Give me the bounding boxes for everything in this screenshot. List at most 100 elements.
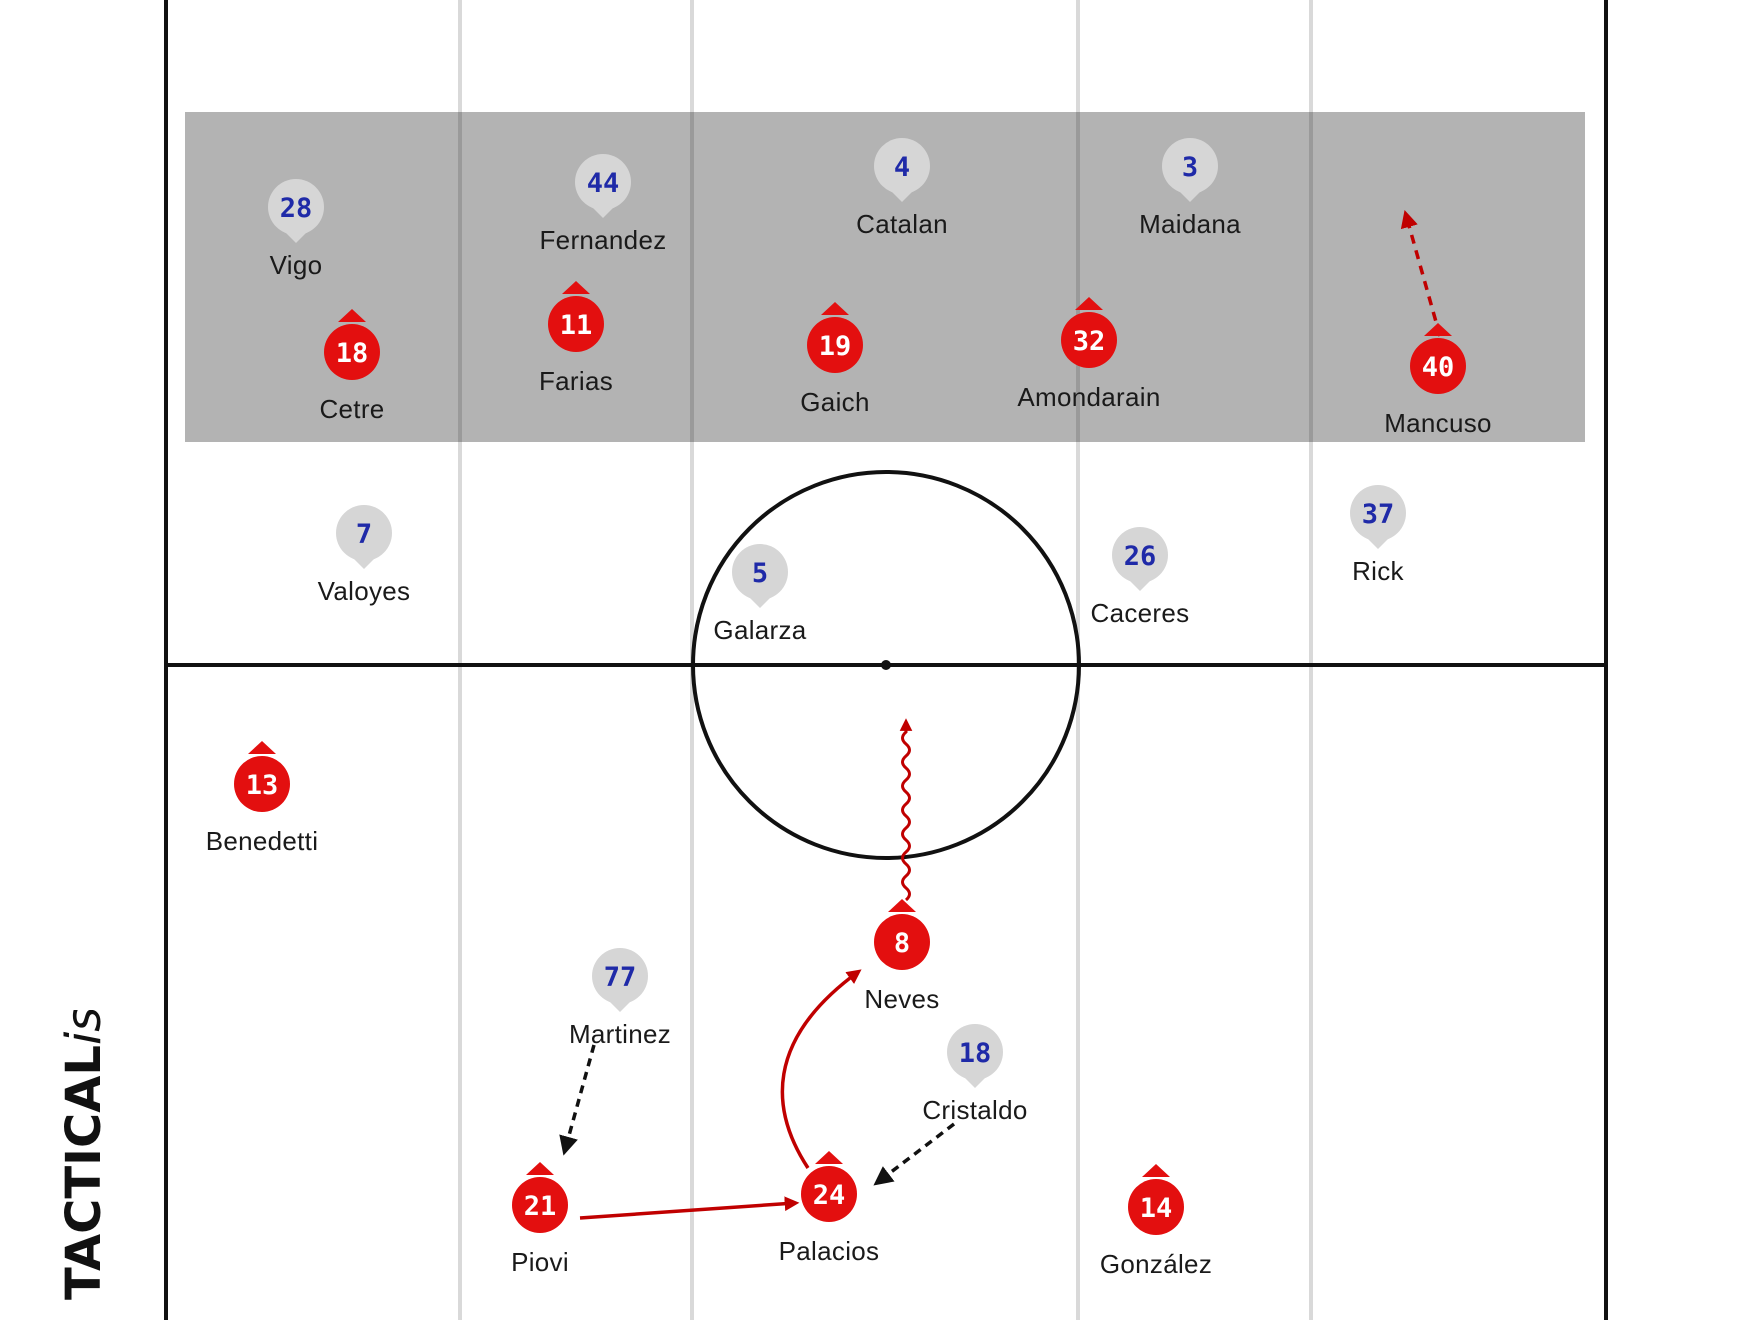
home-player-number: 14: [1140, 1193, 1173, 1224]
brand-light-text: ista: [56, 1010, 112, 1045]
home-player-disc: [807, 317, 863, 373]
cristaldo-press-arrow: [873, 1122, 956, 1186]
home-player-disc: [1061, 312, 1117, 368]
home-player-number: 8: [894, 928, 910, 959]
home-player-disc: [801, 1166, 857, 1222]
home-player-number: 13: [246, 770, 279, 801]
away-player-disc: [874, 138, 930, 194]
home-marker-pointer: [1075, 297, 1103, 310]
away-player-number: 28: [280, 193, 313, 224]
home-player-name: Neves: [864, 984, 939, 1014]
away-player-name: Fernandez: [540, 225, 667, 255]
away-player-number: 44: [587, 168, 620, 199]
home-marker-pointer: [815, 1151, 843, 1164]
home-player-number: 24: [813, 1180, 846, 1211]
away-player-number: 4: [894, 152, 910, 183]
centre-spot: [881, 660, 891, 670]
away-player-name: Valoyes: [318, 576, 411, 606]
home-player-name: Farias: [539, 366, 613, 396]
home-marker-pointer: [338, 309, 366, 322]
away-player-name: Caceres: [1091, 598, 1190, 628]
home-marker-pointer: [1142, 1164, 1170, 1177]
home-player-number: 19: [819, 331, 852, 362]
centre-circle: [691, 470, 1081, 860]
home-player-name: Palacios: [779, 1236, 880, 1266]
home-player-number: 18: [336, 338, 369, 369]
home-player-disc: [1128, 1179, 1184, 1235]
away-player-name: Galarza: [713, 615, 806, 645]
movements: [559, 209, 1442, 1220]
press-block-lane-lines: [458, 112, 1313, 442]
home-player-disc: [324, 324, 380, 380]
away-player-name: Martinez: [569, 1019, 671, 1049]
brand-strong-text: TACTICAL: [56, 1045, 112, 1300]
home-marker-pointer: [248, 741, 276, 754]
away-player-name: Cristaldo: [922, 1095, 1027, 1125]
home-player-number: 11: [560, 310, 593, 341]
home-player-name: González: [1100, 1249, 1212, 1279]
away-player-number: 5: [752, 558, 768, 589]
away-player-disc: [732, 544, 788, 600]
away-player-name: Rick: [1352, 556, 1404, 586]
away-player-number: 18: [959, 1038, 992, 1069]
tacticalista-logo: TACTICALista: [56, 1010, 112, 1300]
home-player-name: Cetre: [319, 394, 384, 424]
away-player-disc: [592, 948, 648, 1004]
palacios-to-neves-pass-arrow: [780, 969, 862, 1169]
neves-dribble-arrow: [899, 718, 913, 902]
home-player-name: Mancuso: [1384, 408, 1492, 438]
away-player-number: 77: [604, 962, 637, 993]
home-marker-pointer: [562, 281, 590, 294]
home-player-number: 21: [524, 1191, 557, 1222]
away-player-number: 7: [356, 519, 372, 550]
home-player-disc: [512, 1177, 568, 1233]
home-player-name: Gaich: [800, 387, 869, 417]
away-player-number: 3: [1182, 152, 1198, 183]
brand-text: TACTICALista: [56, 1010, 112, 1300]
home-marker-pointer: [1424, 323, 1452, 336]
martinez-press-arrow: [559, 1044, 596, 1156]
away-player-number: 37: [1362, 499, 1395, 530]
away-player-disc: [268, 179, 324, 235]
away-player-disc: [947, 1024, 1003, 1080]
away-player-disc: [1112, 527, 1168, 583]
home-player-disc: [874, 914, 930, 970]
piovi-to-palacios-pass-arrow: [579, 1196, 800, 1220]
home-player-name: Amondarain: [1017, 382, 1160, 412]
mancuso-run-arrow: [1400, 209, 1442, 337]
away-player-name: Catalan: [856, 209, 948, 239]
home-marker-pointer: [526, 1162, 554, 1175]
away-player-name: Vigo: [270, 250, 323, 280]
pitch-markings: [164, 0, 1608, 1320]
home-player-disc: [1410, 338, 1466, 394]
away-player-disc: [575, 154, 631, 210]
home-player-number: 32: [1073, 326, 1106, 357]
home-player-name: Benedetti: [206, 826, 319, 856]
home-player-name: Piovi: [511, 1247, 569, 1277]
home-marker-pointer: [888, 899, 916, 912]
home-player-disc: [548, 296, 604, 352]
